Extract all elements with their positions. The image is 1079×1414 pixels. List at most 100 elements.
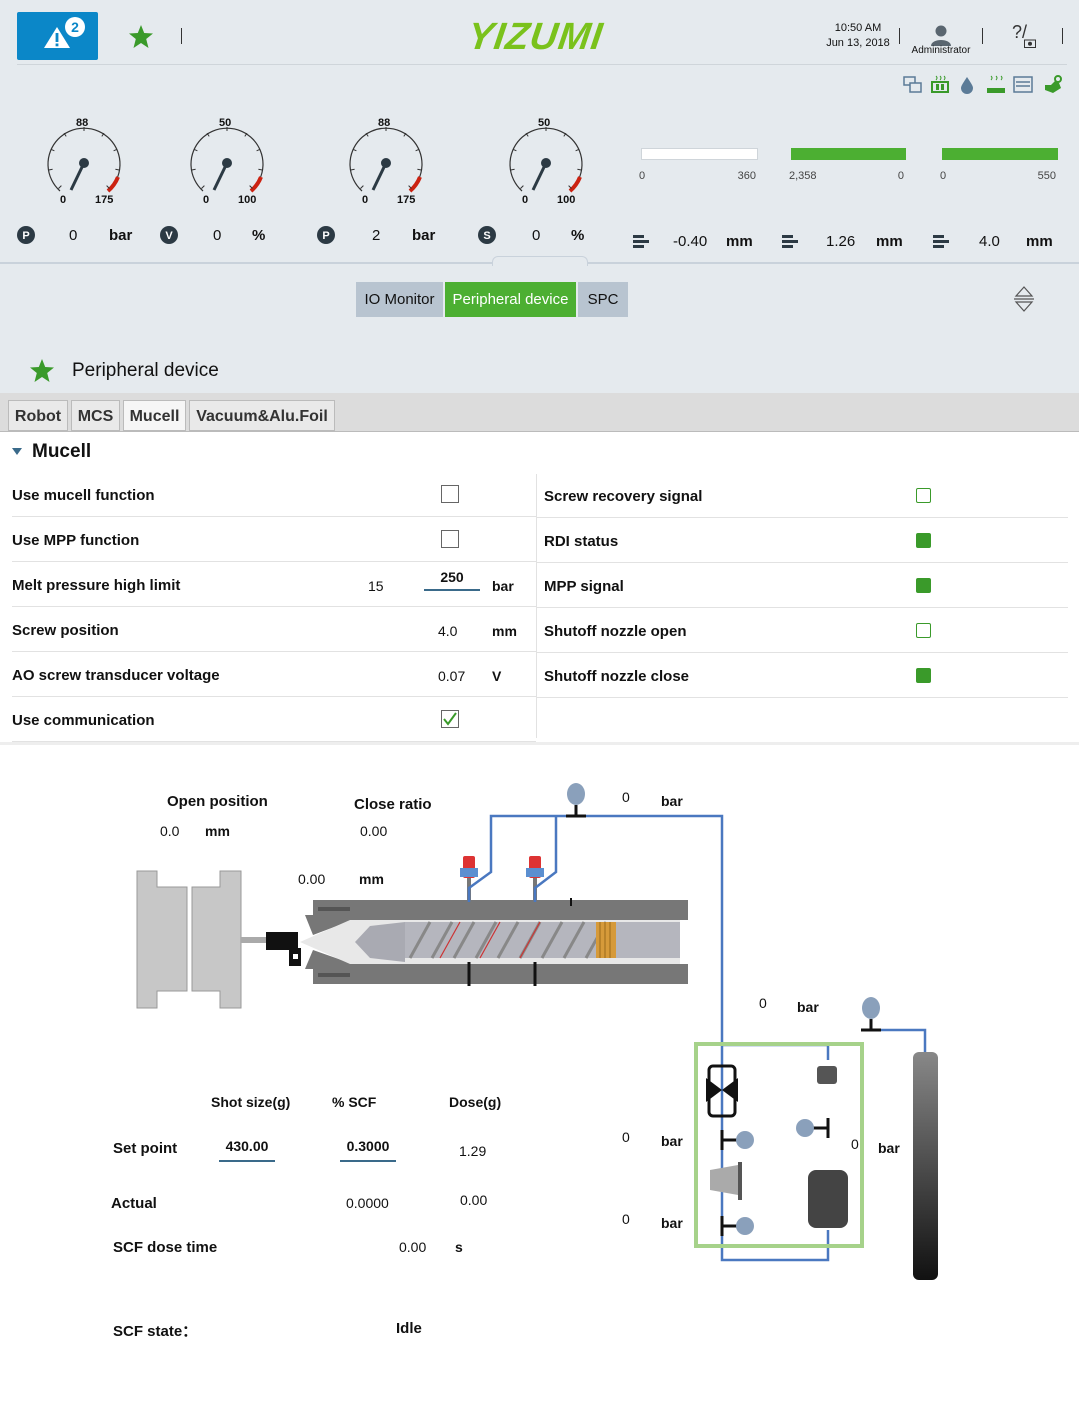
section-title: Mucell	[32, 441, 92, 462]
tab-vacuum-alu-foil[interactable]: Vacuum&Alu.Foil	[189, 400, 335, 431]
tab-robot[interactable]: Robot	[8, 400, 68, 431]
actual-scf-value: 0.0000	[346, 1195, 389, 1211]
dosing-valves	[706, 1064, 848, 1236]
shot-size-header: Shot size(g)	[211, 1094, 291, 1110]
alarm-count-badge: 2	[65, 17, 85, 37]
setting-unit: V	[492, 668, 502, 684]
valve2-pressure-value: 0	[622, 1211, 630, 1227]
dose-time-unit: s	[455, 1239, 463, 1255]
nozzle-position-value: 0.00	[298, 871, 326, 887]
bar-max-label: 550	[1037, 170, 1056, 182]
header-divider	[1062, 28, 1063, 44]
list-icon[interactable]	[1013, 76, 1033, 93]
scf-state-value: Idle	[396, 1320, 422, 1337]
gauge-max-label: 175	[397, 194, 416, 206]
favorite-star-icon[interactable]	[29, 358, 55, 383]
gauge-max-mark: 50	[219, 117, 232, 129]
valve1-pressure-value: 0	[622, 1129, 630, 1145]
dose-time-label: SCF dose time	[113, 1239, 218, 1256]
actual-label: Actual	[111, 1195, 157, 1212]
tab-mcs[interactable]: MCS	[71, 400, 120, 431]
mucell-setting-row	[12, 562, 536, 607]
gauge-min-label: 0	[60, 194, 67, 206]
velocity-icon: V	[159, 225, 179, 250]
setting-value: 0.07	[438, 668, 466, 684]
gauge-value: 0	[213, 227, 222, 244]
header-divider	[181, 28, 182, 44]
section-bottom-shadow	[0, 742, 1079, 745]
valve2-pressure-unit: bar	[661, 1215, 683, 1231]
setting-checkbox[interactable]	[441, 485, 459, 503]
camera-icon[interactable]	[1024, 38, 1036, 48]
dosing-unit-frame	[694, 1042, 864, 1248]
setting-checkbox[interactable]	[441, 710, 459, 728]
help-button[interactable]: ?/	[1012, 22, 1028, 42]
monitor-icon[interactable]	[903, 76, 923, 94]
pressure-icon: P	[16, 225, 36, 250]
tab-mucell[interactable]: Mucell	[123, 400, 186, 431]
open-position-value: 0.0	[160, 823, 180, 839]
heater-icon[interactable]	[930, 75, 950, 94]
scf-state-label: SCF state：	[113, 1323, 198, 1340]
ejector-icon	[932, 232, 952, 255]
gas-tank	[913, 1052, 938, 1280]
mucell-setting-row	[12, 607, 536, 652]
barrel	[300, 898, 688, 986]
gauge-max-mark: 88	[378, 117, 391, 129]
bar-value: 1.26	[826, 233, 856, 250]
melt-pressure-limit-input[interactable]: 250	[424, 565, 480, 591]
setting-checkbox[interactable]	[441, 530, 459, 548]
svg-text:P: P	[322, 230, 329, 242]
tab-spc[interactable]: SPC	[578, 282, 628, 317]
gauge-max-mark: 50	[538, 117, 551, 129]
bar-min-label: 2,358	[789, 170, 817, 182]
header-divider	[899, 28, 900, 44]
alarm-button[interactable]: 2	[17, 12, 98, 60]
signal-label: Shutoff nozzle close	[544, 668, 690, 685]
injection-icon	[632, 232, 652, 255]
gauge-min-label: 0	[362, 194, 369, 206]
clock-time: 10:50 AM	[834, 22, 882, 34]
screw-speed-icon: S	[477, 225, 497, 250]
svg-text:P: P	[22, 230, 29, 242]
top-pressure-value: 0	[622, 789, 630, 805]
scf-injectors	[460, 856, 544, 900]
signal-indicator	[916, 533, 931, 548]
water-drop-icon[interactable]	[960, 76, 974, 94]
shutoff-nozzle-actuator	[266, 932, 301, 966]
gauge-min-label: 0	[522, 194, 529, 206]
gauge-unit: %	[571, 227, 585, 244]
actual-dose-value: 0.00	[460, 1192, 488, 1208]
collapse-handle[interactable]	[492, 256, 588, 266]
gauge-dial	[509, 127, 583, 193]
gauge-min-label: 0	[203, 194, 210, 206]
tab-peripheral-device[interactable]: Peripheral device	[445, 282, 576, 317]
favorite-star-icon[interactable]	[128, 24, 154, 49]
setpoint-shot-input[interactable]: 430.00	[219, 1138, 275, 1162]
expand-collapse-icon[interactable]	[1012, 285, 1036, 313]
collapse-triangle-icon[interactable]	[11, 447, 23, 456]
heat-zone-icon[interactable]	[986, 75, 1006, 94]
user-icon[interactable]	[930, 24, 952, 46]
gauge-value: 0	[69, 227, 78, 244]
setting-min-value: 15	[368, 578, 384, 594]
gauge-dial	[47, 127, 121, 193]
user-name[interactable]: Administrator	[911, 45, 971, 56]
setpoint-scf-input[interactable]: 0.3000	[340, 1138, 396, 1162]
back-pressure-icon: P	[316, 225, 336, 250]
gauge-dial	[190, 127, 264, 193]
position-bar-fill	[942, 148, 1058, 160]
signal-label: RDI status	[544, 533, 619, 550]
mucell-diagram	[136, 783, 938, 1280]
mold-plates	[136, 870, 266, 1009]
tank-pressure-unit: bar	[878, 1140, 900, 1156]
close-ratio-value: 0.00	[360, 823, 388, 839]
clock-date: Jun 13, 2018	[826, 37, 890, 49]
hand-wrench-icon[interactable]	[1043, 75, 1063, 94]
right-pressure-value: 0	[759, 995, 767, 1011]
mucell-setting-row	[12, 697, 536, 742]
tab-io-monitor[interactable]: IO Monitor	[356, 282, 443, 317]
gauge-max-mark: 88	[76, 117, 89, 129]
setting-label: Use communication	[12, 712, 155, 729]
gauge-max-label: 100	[238, 194, 257, 206]
